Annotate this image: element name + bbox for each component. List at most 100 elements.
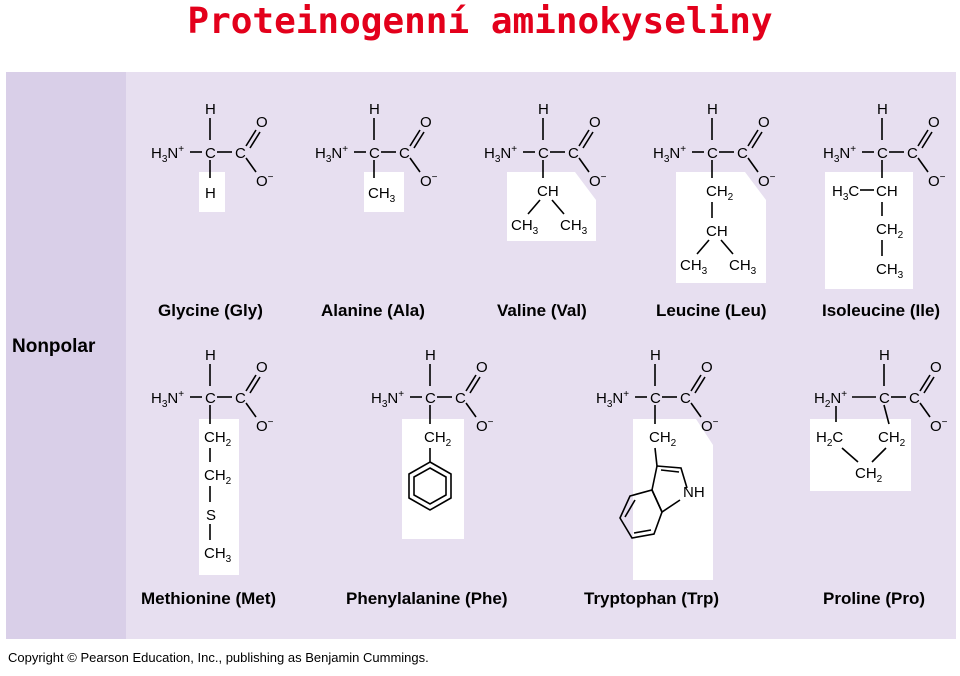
svg-text:C: C bbox=[538, 145, 549, 162]
structure-methionine: H H3N+ C C O O− CH2 CH2 S CH3 Methionine… bbox=[141, 347, 276, 608]
structure-glycine: H H3N+ C C O O− H Glycine (Gly) bbox=[151, 101, 274, 320]
page-title: Proteinogenní aminokyseliny bbox=[187, 1, 773, 42]
r-group-box-ile bbox=[825, 172, 913, 289]
amine-group: H3N+ bbox=[823, 144, 856, 165]
svg-text:O: O bbox=[420, 114, 432, 131]
r-group-box-met bbox=[199, 419, 239, 575]
svg-text:C: C bbox=[235, 390, 246, 407]
svg-text:CH3: CH3 bbox=[729, 257, 757, 277]
label-glycine: Glycine (Gly) bbox=[158, 301, 263, 320]
svg-text:H: H bbox=[205, 347, 216, 364]
structure-proline: H H2N+ C C O O− H2C CH2 CH2 Proline (Pro… bbox=[814, 347, 948, 608]
svg-text:O: O bbox=[758, 114, 770, 131]
svg-text:CH: CH bbox=[537, 183, 559, 200]
svg-text:C: C bbox=[399, 145, 410, 162]
r-group-box-pro bbox=[810, 419, 911, 491]
svg-text:CH2: CH2 bbox=[424, 429, 452, 449]
structure-alanine: H H3N+ C C O O− CH3 Alanine (Ala) bbox=[315, 101, 438, 320]
svg-text:CH2: CH2 bbox=[876, 221, 904, 241]
svg-text:H2C: H2C bbox=[816, 429, 843, 449]
svg-text:CH2: CH2 bbox=[204, 467, 232, 487]
svg-text:H: H bbox=[650, 347, 661, 364]
amine-group: H3N+ bbox=[151, 144, 184, 165]
r-group-box-val bbox=[507, 172, 596, 241]
svg-text:CH: CH bbox=[706, 223, 728, 240]
label-methionine: Methionine (Met) bbox=[141, 589, 276, 608]
svg-text:O−: O− bbox=[930, 417, 948, 435]
svg-text:C: C bbox=[425, 390, 436, 407]
indole-benzene-ring bbox=[619, 489, 663, 539]
label-phenylalanine: Phenylalanine (Phe) bbox=[346, 589, 508, 608]
r-group-box-leu bbox=[676, 172, 766, 283]
label-proline: Proline (Pro) bbox=[823, 589, 925, 608]
svg-text:C: C bbox=[680, 390, 691, 407]
svg-text:H: H bbox=[538, 101, 549, 118]
svg-text:H: H bbox=[707, 101, 718, 118]
r-group-box-gly bbox=[199, 172, 225, 212]
structure-leucine: H H3N+ C C O O− CH2 CH CH3 CH3 Leucine (… bbox=[653, 101, 776, 320]
svg-text:C: C bbox=[877, 145, 888, 162]
svg-text:C: C bbox=[650, 390, 661, 407]
svg-text:CH2: CH2 bbox=[706, 183, 734, 203]
svg-text:O−: O− bbox=[758, 172, 776, 190]
svg-text:CH2: CH2 bbox=[855, 465, 883, 485]
svg-text:O−: O− bbox=[701, 417, 719, 435]
svg-text:CH3: CH3 bbox=[876, 261, 904, 281]
amine-group: H3N+ bbox=[653, 144, 686, 165]
svg-text:O: O bbox=[930, 359, 942, 376]
label-tryptophan: Tryptophan (Trp) bbox=[584, 589, 719, 608]
label-isoleucine: Isoleucine (Ile) bbox=[822, 301, 940, 320]
copyright-note: Copyright © Pearson Education, Inc., pub… bbox=[8, 650, 429, 665]
svg-text:CH2: CH2 bbox=[204, 429, 232, 449]
svg-text:H: H bbox=[877, 101, 888, 118]
atom-h-r: H bbox=[205, 185, 216, 202]
label-leucine: Leucine (Leu) bbox=[656, 301, 767, 320]
label-valine: Valine (Val) bbox=[497, 301, 587, 320]
atom-o-minus: O− bbox=[256, 172, 274, 190]
svg-text:CH2: CH2 bbox=[878, 429, 906, 449]
atom-nh: NH bbox=[683, 484, 705, 501]
chart-panel bbox=[6, 72, 956, 639]
svg-text:CH3: CH3 bbox=[511, 217, 539, 237]
svg-text:CH: CH bbox=[876, 183, 898, 200]
structure-phenylalanine: H H3N+ C C O O− CH2 Phenylalanine (Phe) bbox=[346, 347, 508, 608]
svg-text:C: C bbox=[707, 145, 718, 162]
svg-text:O−: O− bbox=[928, 172, 946, 190]
svg-text:H3C: H3C bbox=[832, 183, 859, 203]
svg-text:CH3: CH3 bbox=[560, 217, 588, 237]
amine-group: H3N+ bbox=[484, 144, 517, 165]
r-group-box-trp bbox=[633, 419, 713, 580]
svg-text:C: C bbox=[737, 145, 748, 162]
svg-text:C: C bbox=[568, 145, 579, 162]
svg-text:O−: O− bbox=[256, 417, 274, 435]
amine-group: H3N+ bbox=[151, 389, 184, 410]
svg-text:C: C bbox=[205, 390, 216, 407]
svg-text:H: H bbox=[879, 347, 890, 364]
structure-valine: H H3N+ C C O O− CH CH3 CH3 Valine (Val) bbox=[484, 101, 607, 320]
atom-c-alpha: C bbox=[205, 145, 216, 162]
svg-text:CH3: CH3 bbox=[204, 545, 232, 565]
svg-text:O−: O− bbox=[589, 172, 607, 190]
svg-text:O: O bbox=[701, 359, 713, 376]
svg-text:H: H bbox=[369, 101, 380, 118]
svg-text:O−: O− bbox=[420, 172, 438, 190]
structure-isoleucine: H H3N+ C C O O− H3C CH CH2 CH3 Isoleucin… bbox=[822, 101, 946, 320]
methyl-group: CH3 bbox=[368, 185, 396, 205]
atom-o: O bbox=[256, 114, 268, 131]
imine-group: H2N+ bbox=[814, 389, 847, 410]
svg-text:C: C bbox=[907, 145, 918, 162]
svg-text:CH2: CH2 bbox=[649, 429, 677, 449]
atom-h: H bbox=[205, 101, 216, 118]
svg-text:CH3: CH3 bbox=[680, 257, 708, 277]
label-alanine: Alanine (Ala) bbox=[321, 301, 425, 320]
r-group-box-ala bbox=[364, 172, 404, 212]
atom-s: S bbox=[206, 507, 216, 524]
svg-text:C: C bbox=[909, 390, 920, 407]
category-column bbox=[6, 72, 126, 639]
r-group-box-phe bbox=[402, 419, 464, 539]
amine-group: H3N+ bbox=[315, 144, 348, 165]
svg-text:C: C bbox=[455, 390, 466, 407]
svg-text:C: C bbox=[369, 145, 380, 162]
structure-tryptophan: H H3N+ C C O O− CH2 NH Tryptophan (Trp) bbox=[584, 347, 719, 608]
